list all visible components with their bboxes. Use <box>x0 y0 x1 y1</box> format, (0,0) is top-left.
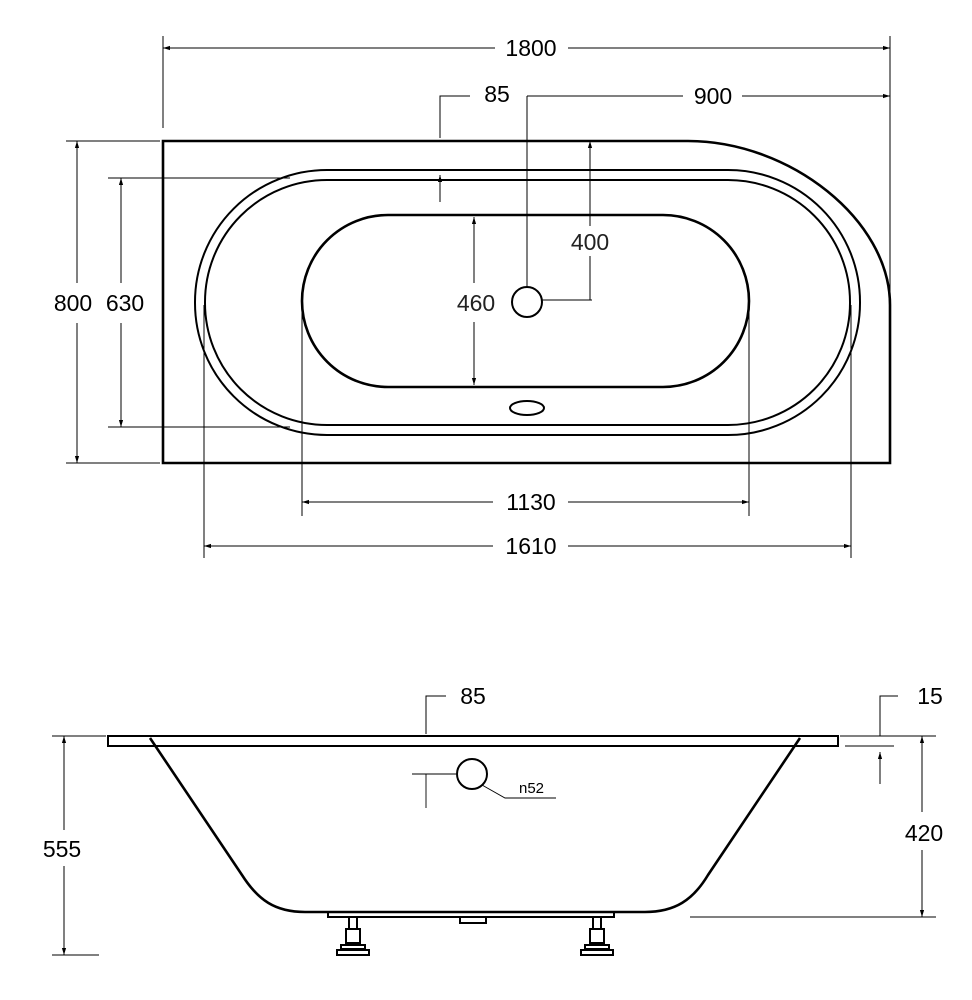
side-view: n52 85 15 555 420 <box>43 683 943 956</box>
dim-overflow-diameter: n52 <box>519 780 544 797</box>
top-view: 1800 900 85 800 630 460 400 <box>54 35 892 559</box>
side-view-drain-outlet <box>459 916 487 924</box>
dim-rim-width-top: 85 <box>484 81 510 107</box>
dim-drain-offset: 400 <box>571 229 609 255</box>
dim-total-height: 555 <box>43 836 81 862</box>
dim-overall-width: 800 <box>54 290 92 316</box>
top-view-outer-outline <box>161 139 892 465</box>
dim-basin-length: 1130 <box>506 489 555 515</box>
dim-inner-width: 630 <box>106 290 144 316</box>
side-view-overflow <box>456 758 488 790</box>
dim-tub-depth: 420 <box>905 820 943 846</box>
dim-basin-width: 460 <box>457 290 495 316</box>
side-view-left-foot <box>336 916 370 956</box>
dim-inner-length: 1610 <box>505 533 556 559</box>
top-view-drain <box>511 286 543 318</box>
top-view-basin-oval <box>300 213 751 389</box>
dim-overall-length: 1800 <box>505 35 556 61</box>
dim-rim-width-side: 85 <box>460 683 486 709</box>
top-view-overflow <box>509 400 545 416</box>
side-view-rim <box>107 735 839 747</box>
dim-half-length: 900 <box>694 83 732 109</box>
side-view-tub-body <box>148 737 802 914</box>
dim-rim-thickness: 15 <box>917 683 943 709</box>
side-view-right-foot <box>580 916 614 956</box>
